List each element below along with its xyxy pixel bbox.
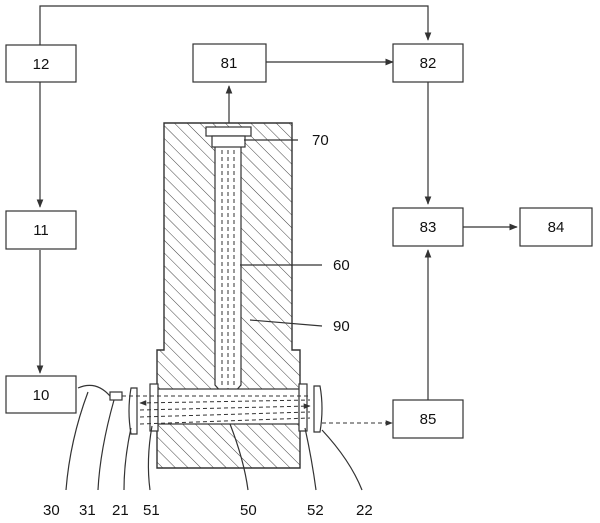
- block-81: 81: [192, 43, 267, 83]
- callout-60: 60: [333, 257, 350, 274]
- callout-31: 31: [79, 502, 96, 519]
- mirror-21: [128, 387, 138, 435]
- detector-neck: [211, 135, 246, 148]
- block-12: 12: [5, 44, 77, 83]
- window-52: [298, 383, 308, 432]
- optical-path-5: [139, 417, 311, 425]
- window-51: [149, 383, 159, 432]
- callout-70: 70: [312, 132, 329, 149]
- callout-22: 22: [356, 502, 373, 519]
- block-81-label: 81: [221, 55, 238, 72]
- callout-21: 21: [112, 502, 129, 519]
- leader-50: [229, 423, 249, 491]
- callout-52: 52: [307, 502, 324, 519]
- leader-51: [147, 425, 153, 491]
- block-85: 85: [392, 399, 464, 439]
- block-10: 10: [5, 375, 77, 414]
- block-82: 82: [392, 43, 464, 83]
- optical-path-2: [139, 399, 311, 406]
- leader-90: [249, 319, 323, 327]
- line-12-to-82: [39, 5, 432, 45]
- block-10-label: 10: [33, 387, 50, 404]
- callout-51: 51: [143, 502, 160, 519]
- block-84: 84: [519, 207, 593, 247]
- fiber-30: [77, 384, 111, 397]
- callout-90: 90: [333, 318, 350, 335]
- leader-31: [97, 399, 115, 491]
- callout-30: 30: [43, 502, 60, 519]
- optical-path-4: [139, 411, 311, 418]
- block-11-label: 11: [33, 222, 49, 239]
- callout-50: 50: [240, 502, 257, 519]
- detector-cap: [205, 126, 252, 137]
- leader-30: [65, 391, 89, 491]
- block-84-label: 84: [548, 219, 565, 236]
- block-83: 83: [392, 207, 464, 247]
- light-source-31: [109, 391, 123, 401]
- block-82-label: 82: [420, 55, 437, 72]
- leader-22: [321, 429, 363, 491]
- block-85-label: 85: [420, 411, 437, 428]
- block-12-label: 12: [33, 56, 50, 73]
- leader-21: [123, 427, 132, 491]
- block-11: 11: [5, 210, 77, 250]
- block-83-label: 83: [420, 219, 437, 236]
- sample-chamber: [156, 388, 301, 425]
- leader-52: [304, 427, 317, 491]
- optical-path-3: [139, 403, 311, 411]
- mirror-22: [313, 385, 323, 433]
